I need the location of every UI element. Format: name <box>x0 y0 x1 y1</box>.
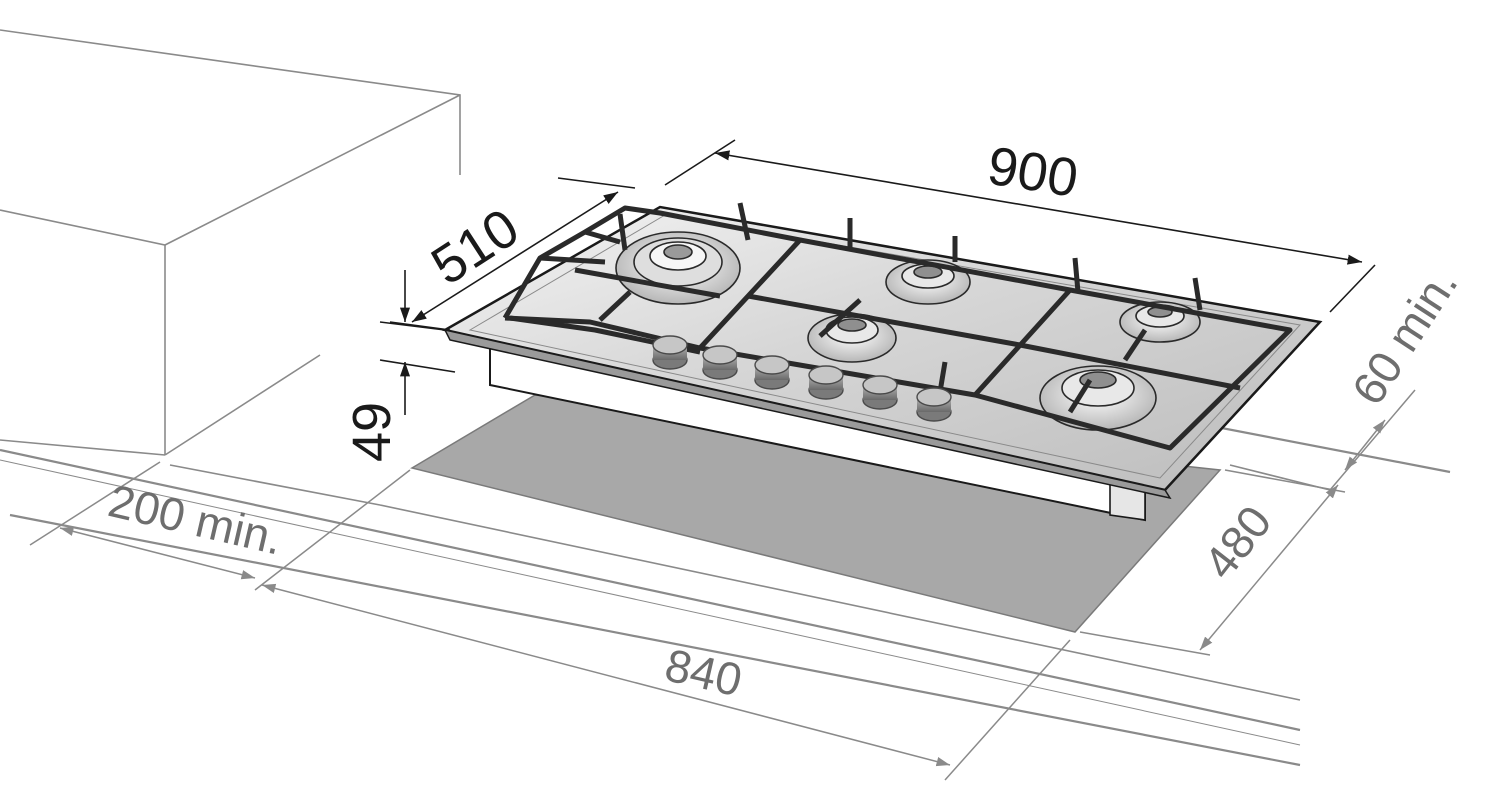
knob-1-icon <box>652 335 688 370</box>
cutout-depth-label: 480 <box>1193 496 1281 588</box>
height-label: 49 <box>342 402 402 462</box>
knob-3-icon <box>754 355 790 390</box>
side-clearance-label: 60 min. <box>1342 259 1468 414</box>
knob-4-icon <box>808 365 844 400</box>
width-label: 900 <box>984 136 1082 209</box>
burner-rear-center-icon <box>885 259 971 305</box>
knob-5-icon <box>862 375 898 410</box>
burner-wok-icon <box>615 231 741 305</box>
depth-label: 510 <box>421 197 529 296</box>
hob-dimension-lines <box>379 139 1376 415</box>
knob-6-icon <box>916 387 952 422</box>
knob-2-icon <box>702 345 738 380</box>
burner-front-right-icon <box>1039 365 1157 431</box>
cutout-dimension-lines <box>29 389 1416 781</box>
control-knobs <box>652 335 952 422</box>
cutout-width-label: 840 <box>660 638 746 706</box>
